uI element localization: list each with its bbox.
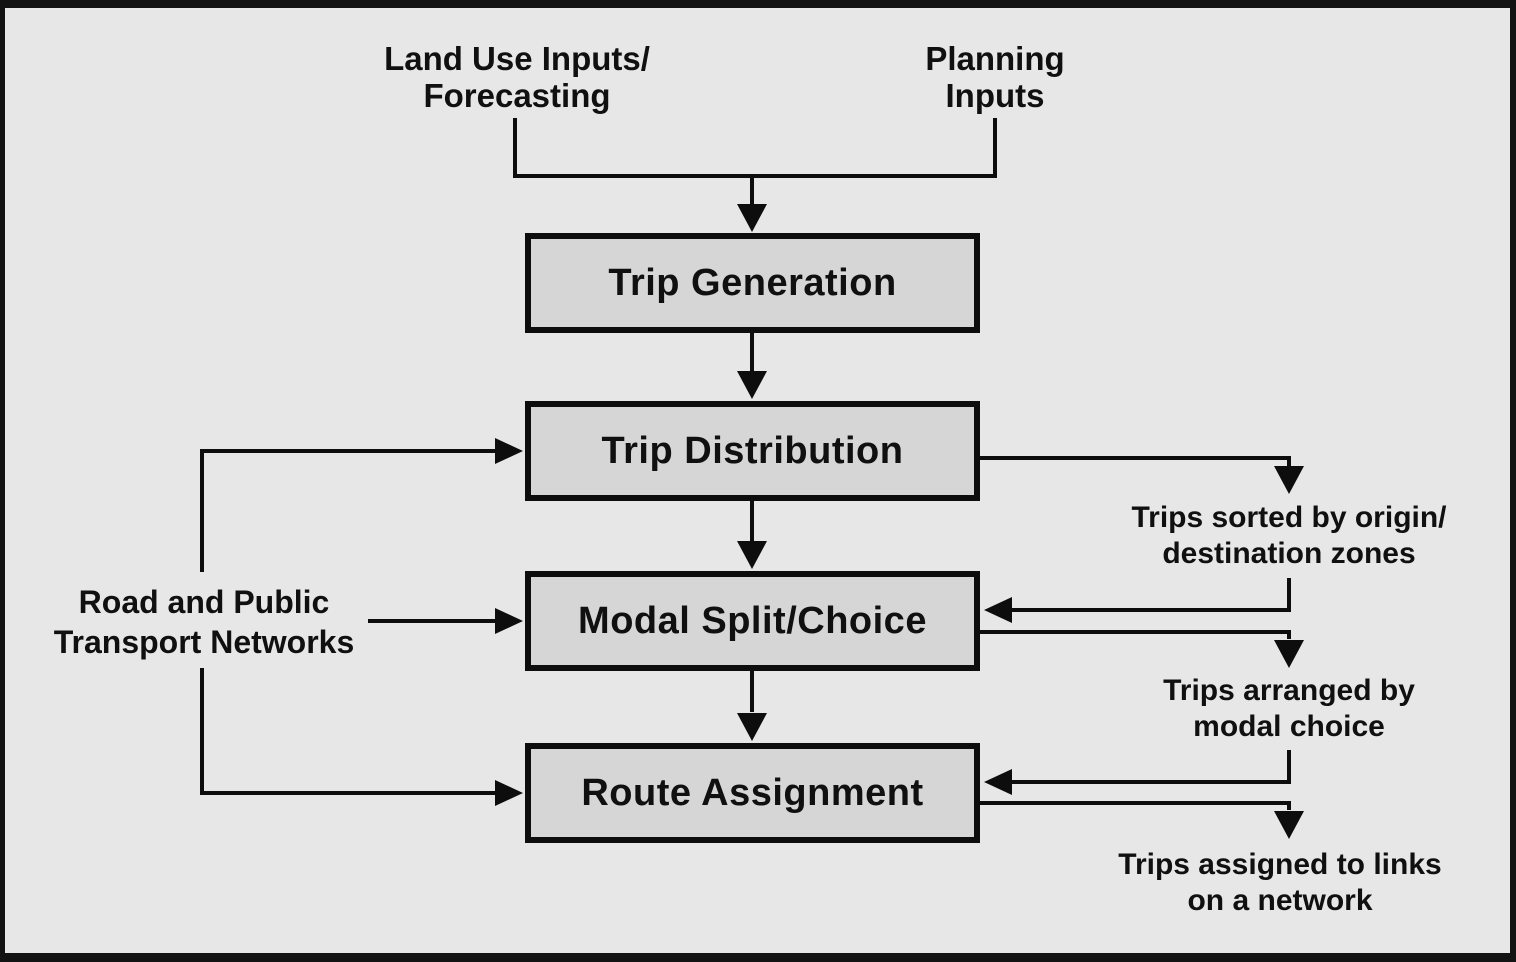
step-box-route-assignment: Route Assignment — [525, 743, 980, 843]
step-box-modal-split-choice: Modal Split/Choice — [525, 571, 980, 671]
trips-arranged-line1: Trips arranged by — [1163, 674, 1415, 707]
land-use-inputs-label: Land Use Inputs/ Forecasting — [317, 40, 717, 114]
step-box-trip-generation: Trip Generation — [525, 233, 980, 333]
step-box-trip-distribution: Trip Distribution — [525, 401, 980, 501]
trips-arranged-annotation: Trips arranged by modal choice — [1089, 673, 1489, 745]
planning-inputs-line1: Planning — [925, 40, 1065, 77]
trips-sorted-annotation: Trips sorted by origin/ destination zone… — [1089, 500, 1489, 572]
arrow-left-modal-split — [984, 597, 1012, 623]
networks-label-line1: Road and Public — [78, 584, 330, 620]
planning-inputs-label: Planning Inputs — [795, 40, 1195, 114]
trips-sorted-to-modal-line — [1012, 578, 1291, 612]
networks-to-route-assignment-line — [200, 668, 495, 795]
route-assignment-label: Route Assignment — [581, 771, 924, 814]
inputs-bracket-line — [513, 118, 997, 178]
arrow-down-trips-assigned — [1274, 811, 1304, 839]
trips-assigned-line1: Trips assigned to links — [1118, 848, 1442, 881]
land-use-inputs-line2: Forecasting — [423, 77, 611, 114]
trips-sorted-line2: destination zones — [1162, 537, 1416, 570]
trips-sorted-line1: Trips sorted by origin/ — [1131, 501, 1447, 534]
trip-distribution-label: Trip Distribution — [601, 429, 904, 472]
arrow-right-modal-split — [495, 608, 523, 634]
arrow-right-route-assignment — [495, 780, 523, 806]
arrow-down-trip-distribution — [737, 371, 767, 399]
arrow-down-trip-generation — [737, 204, 767, 232]
trips-assigned-line2: on a network — [1187, 884, 1373, 917]
planning-inputs-line2: Inputs — [945, 77, 1045, 114]
arrow-down-trips-arranged — [1274, 640, 1304, 668]
arrow-down-modal-split — [737, 541, 767, 569]
arrow-left-route-assignment — [984, 769, 1012, 795]
arrow-right-trip-distribution — [495, 438, 523, 464]
trips-arranged-line2: modal choice — [1193, 710, 1385, 743]
trip-distribution-output-line — [980, 456, 1291, 466]
route-assignment-output-line — [980, 801, 1291, 810]
land-use-inputs-line1: Land Use Inputs/ — [384, 40, 650, 77]
trip-generation-label: Trip Generation — [608, 261, 897, 304]
trips-arranged-to-route-line — [1012, 750, 1291, 784]
trips-assigned-annotation: Trips assigned to links on a network — [1080, 847, 1480, 919]
modal-split-choice-label: Modal Split/Choice — [578, 599, 927, 642]
modal-split-output-line — [980, 630, 1291, 639]
road-public-transport-networks-label: Road and Public Transport Networks — [4, 582, 404, 662]
arrow-down-route-assignment — [737, 713, 767, 741]
networks-to-trip-distribution-line — [200, 449, 495, 572]
arrow-down-trips-sorted — [1274, 466, 1304, 494]
networks-label-line2: Transport Networks — [53, 624, 355, 660]
